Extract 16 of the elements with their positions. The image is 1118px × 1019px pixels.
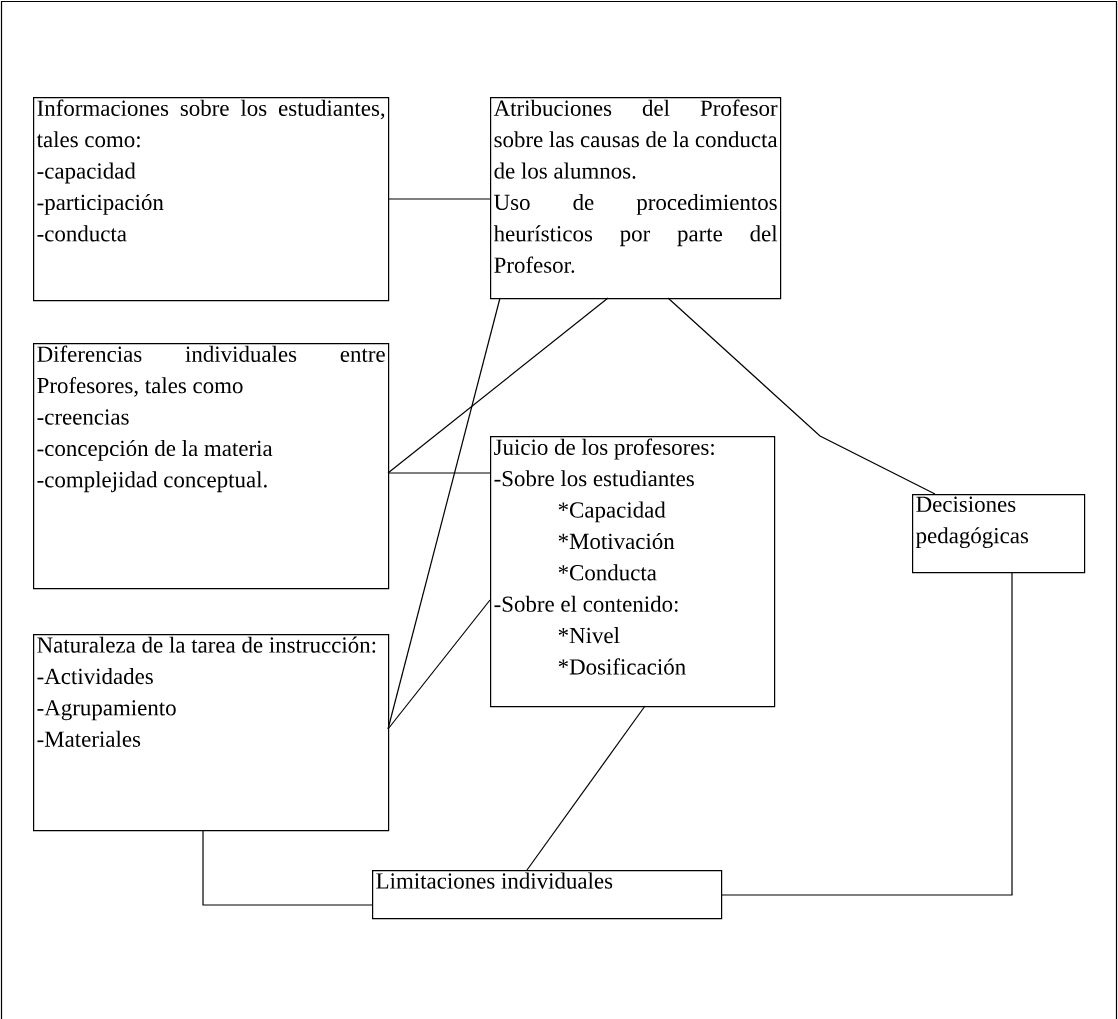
connector-line [667,297,936,495]
connector-line [387,198,491,200]
text-box: Diferencias individuales entre Profesores, tales como -creencias -concepción de la materia -complejidad conceptual. [33,343,390,590]
connector-line [202,829,373,906]
text-box: Atribuciones del Profesor sobre las causas de la conducta de los alumnos. Uso de procedimientos heurísticos por parte del Profesor. [490,97,782,300]
connector-line [387,297,609,474]
text-box: Naturaleza de la tarea de instrucción: -Actividades -Agrupamiento -Materiales [33,634,390,832]
text-box: Juicio de los profesores: -Sobre los estudiantes *Capacidad *Motivación *Conducta -Sobre el contenido: *Nivel *Dosificación [490,436,776,708]
text-box: Limitaciones individuales [372,870,723,920]
connector-line [387,472,491,474]
connector-line [526,705,646,871]
connector-line [720,571,1013,896]
connector-line [387,599,491,730]
text-box: Decisiones pedagógicas [912,494,1086,574]
text-box: Informaciones sobre los estudiantes, tales como: -capacidad -participación -conducta [33,97,390,302]
connector-line [387,297,501,730]
